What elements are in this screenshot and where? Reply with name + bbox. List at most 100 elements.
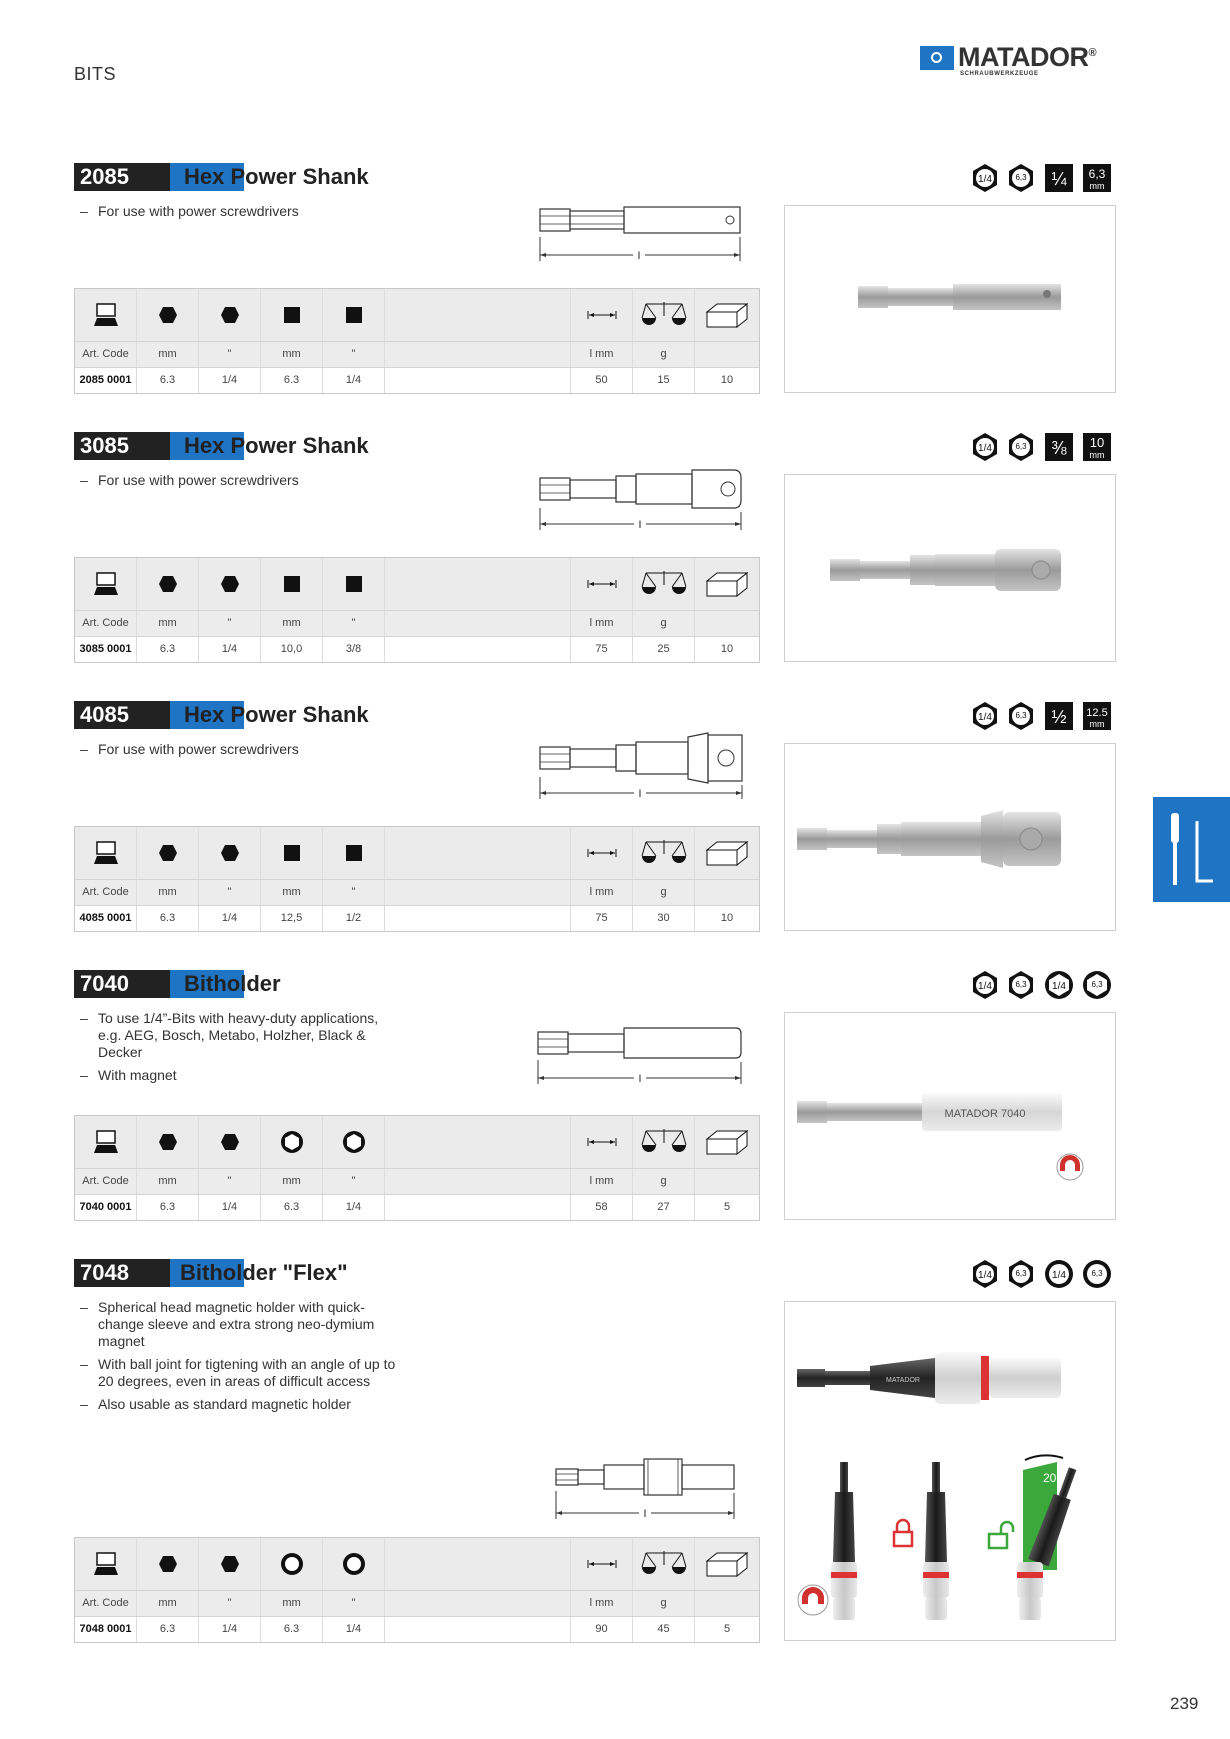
product-4085: 4085 Hex Power Shank For use with power …: [74, 701, 1116, 932]
art-code-cell: 7048 0001: [75, 1617, 137, 1642]
socket-inch-icon: 1/4: [1045, 971, 1073, 999]
svg-text:12.5: 12.5: [1086, 707, 1107, 719]
socket-inch-icon: 1/4: [1045, 1260, 1073, 1288]
art-code-cell: 3085 0001: [75, 637, 137, 662]
svg-text:l: l: [639, 520, 641, 531]
description-item: With magnet: [80, 1067, 400, 1084]
hex-shank-image: [797, 810, 1061, 868]
svg-text:mm: mm: [1090, 450, 1105, 460]
length-icon: [587, 580, 616, 588]
svg-text:6,3: 6,3: [1015, 173, 1027, 182]
description-item: Spherical head magnetic holder with quic…: [80, 1299, 400, 1350]
hex-1-4-icon: 1/4: [973, 702, 997, 730]
table-units-row: Art. Code mm " mm " l mm g: [75, 342, 759, 368]
spec-icons: 1/4 6,3 1/4 6,3: [970, 1259, 1120, 1289]
square-inch-icon: ¼: [1045, 164, 1073, 192]
product-7048: 7048 Bitholder "Flex" Spherical head mag…: [74, 1259, 1116, 1643]
table-icon-row: [75, 827, 759, 880]
square-drive-icon: [283, 576, 300, 592]
svg-text:10: 10: [1090, 435, 1104, 450]
table-row: 3085 0001 6.3 1/4 10,0 3/8 75 25 10: [75, 637, 759, 662]
square-drive-icon: [345, 307, 362, 323]
page-number: 239: [1170, 1694, 1199, 1713]
screwdriver-hexkey-icon: [1171, 813, 1213, 885]
article-code-icon: [93, 1130, 118, 1153]
product-description: Spherical head magnetic holder with quic…: [80, 1299, 400, 1419]
product-description: To use 1/4”-Bits with heavy-duty applica…: [80, 1010, 400, 1090]
hex-mm-icon: 6,3: [1009, 1260, 1033, 1288]
holder-upright-2: [923, 1462, 949, 1620]
svg-text:mm: mm: [1090, 719, 1105, 729]
description-item: To use 1/4”-Bits with heavy-duty applica…: [80, 1010, 400, 1061]
magnet-icon: [797, 1584, 829, 1616]
product-description: For use with power screwdrivers: [80, 472, 400, 495]
svg-text:6,3: 6,3: [1015, 442, 1027, 451]
table-icon-row: [75, 1538, 759, 1591]
square-drive-icon: [283, 307, 300, 323]
description-item: With ball joint for tigtening with an an…: [80, 1356, 400, 1390]
code-accent-bar: [170, 970, 244, 998]
hex-mm-icon: 6,3: [1009, 702, 1033, 730]
flex-bitholder-image: MATADOR 20°: [797, 1352, 1077, 1620]
packaging-box-icon: [705, 302, 749, 329]
spec-table: Art. Code mm " mm " l mm g 7048 0001 6.3…: [74, 1537, 760, 1643]
weight-scale-icon: [641, 1129, 686, 1152]
lock-open-icon: [987, 1520, 1015, 1550]
spec-icons: 1/4 6,3 1/4 6,3: [970, 970, 1120, 1000]
square-drive-icon: [345, 576, 362, 592]
table-units-row: Art. Code mm " mm " l mm g: [75, 880, 759, 906]
product-7040: 7040 Bitholder To use 1/4”-Bits with hea…: [74, 970, 1116, 1221]
bitholder-image: MATADOR 7040: [797, 1093, 1084, 1181]
svg-text:¼: ¼: [1051, 169, 1067, 189]
hex-mm-icon: 6,3: [1009, 971, 1033, 999]
table-row: 7048 0001 6.3 1/4 6.3 1/4 90 45 5: [75, 1617, 759, 1642]
product-description: For use with power screwdrivers: [80, 203, 400, 226]
square-drive-icon: [345, 845, 362, 861]
table-row: 7040 0001 6.3 1/4 6.3 1/4 58 27 5: [75, 1195, 759, 1220]
table-icon-row: [75, 289, 759, 342]
square-mm-icon: 6,3mm: [1083, 164, 1111, 192]
length-icon: [587, 311, 616, 319]
spec-table: Art. Code mm " mm " l mm g 2085 0001 6.3…: [74, 288, 760, 394]
svg-text:1/4: 1/4: [978, 981, 992, 992]
svg-text:mm: mm: [1090, 181, 1105, 191]
svg-text:6,3: 6,3: [1015, 1269, 1027, 1278]
hex-mm-icon: 6,3: [1009, 164, 1033, 192]
hex-drive-icon: [158, 1556, 177, 1572]
product-code: 7040: [74, 970, 170, 998]
svg-text:1/4: 1/4: [1052, 981, 1066, 992]
hex-shank-image: [858, 284, 1061, 310]
art-code-cell: 7040 0001: [75, 1195, 137, 1220]
description-item: For use with power screwdrivers: [80, 203, 400, 220]
product-title: Hex Power Shank: [184, 702, 369, 727]
hex-drive-icon: [158, 845, 177, 861]
table-units-row: Art. Code mm " mm " l mm g: [75, 1169, 759, 1195]
hex-shank-image: [830, 549, 1061, 591]
hex-drive-icon: [220, 307, 239, 323]
product-photo: MATADOR 7040: [784, 1012, 1116, 1220]
svg-text:6,3: 6,3: [1091, 980, 1103, 989]
brand-logo: MATADOR® SCHRAUBWERKZEUGE: [920, 42, 1115, 80]
spec-table: Art. Code mm " mm " l mm g 3085 0001 6.3…: [74, 557, 760, 663]
photo-label: MATADOR 7040: [945, 1108, 1026, 1120]
hex-drive-icon: [158, 1134, 177, 1150]
spec-table: Art. Code mm " mm " l mm g 7040 0001 6.3…: [74, 1115, 760, 1221]
hex-mm-icon: 6,3: [1009, 433, 1033, 461]
product-code: 7048: [74, 1259, 170, 1287]
weight-scale-icon: [641, 1551, 686, 1574]
chapter-tab[interactable]: [1153, 797, 1230, 902]
product-code: 4085: [74, 701, 170, 729]
svg-text:l: l: [639, 1074, 641, 1085]
lock-closed-icon: [892, 1518, 914, 1548]
packaging-box-icon: [705, 571, 749, 598]
svg-text:½: ½: [1051, 707, 1066, 727]
packaging-box-icon: [705, 1129, 749, 1156]
length-icon: [587, 1138, 616, 1146]
weight-scale-icon: [641, 571, 686, 594]
product-photo: [784, 743, 1116, 931]
magnet-icon: [1056, 1153, 1084, 1181]
hex-drive-icon: [220, 1134, 239, 1150]
table-icon-row: [75, 558, 759, 611]
